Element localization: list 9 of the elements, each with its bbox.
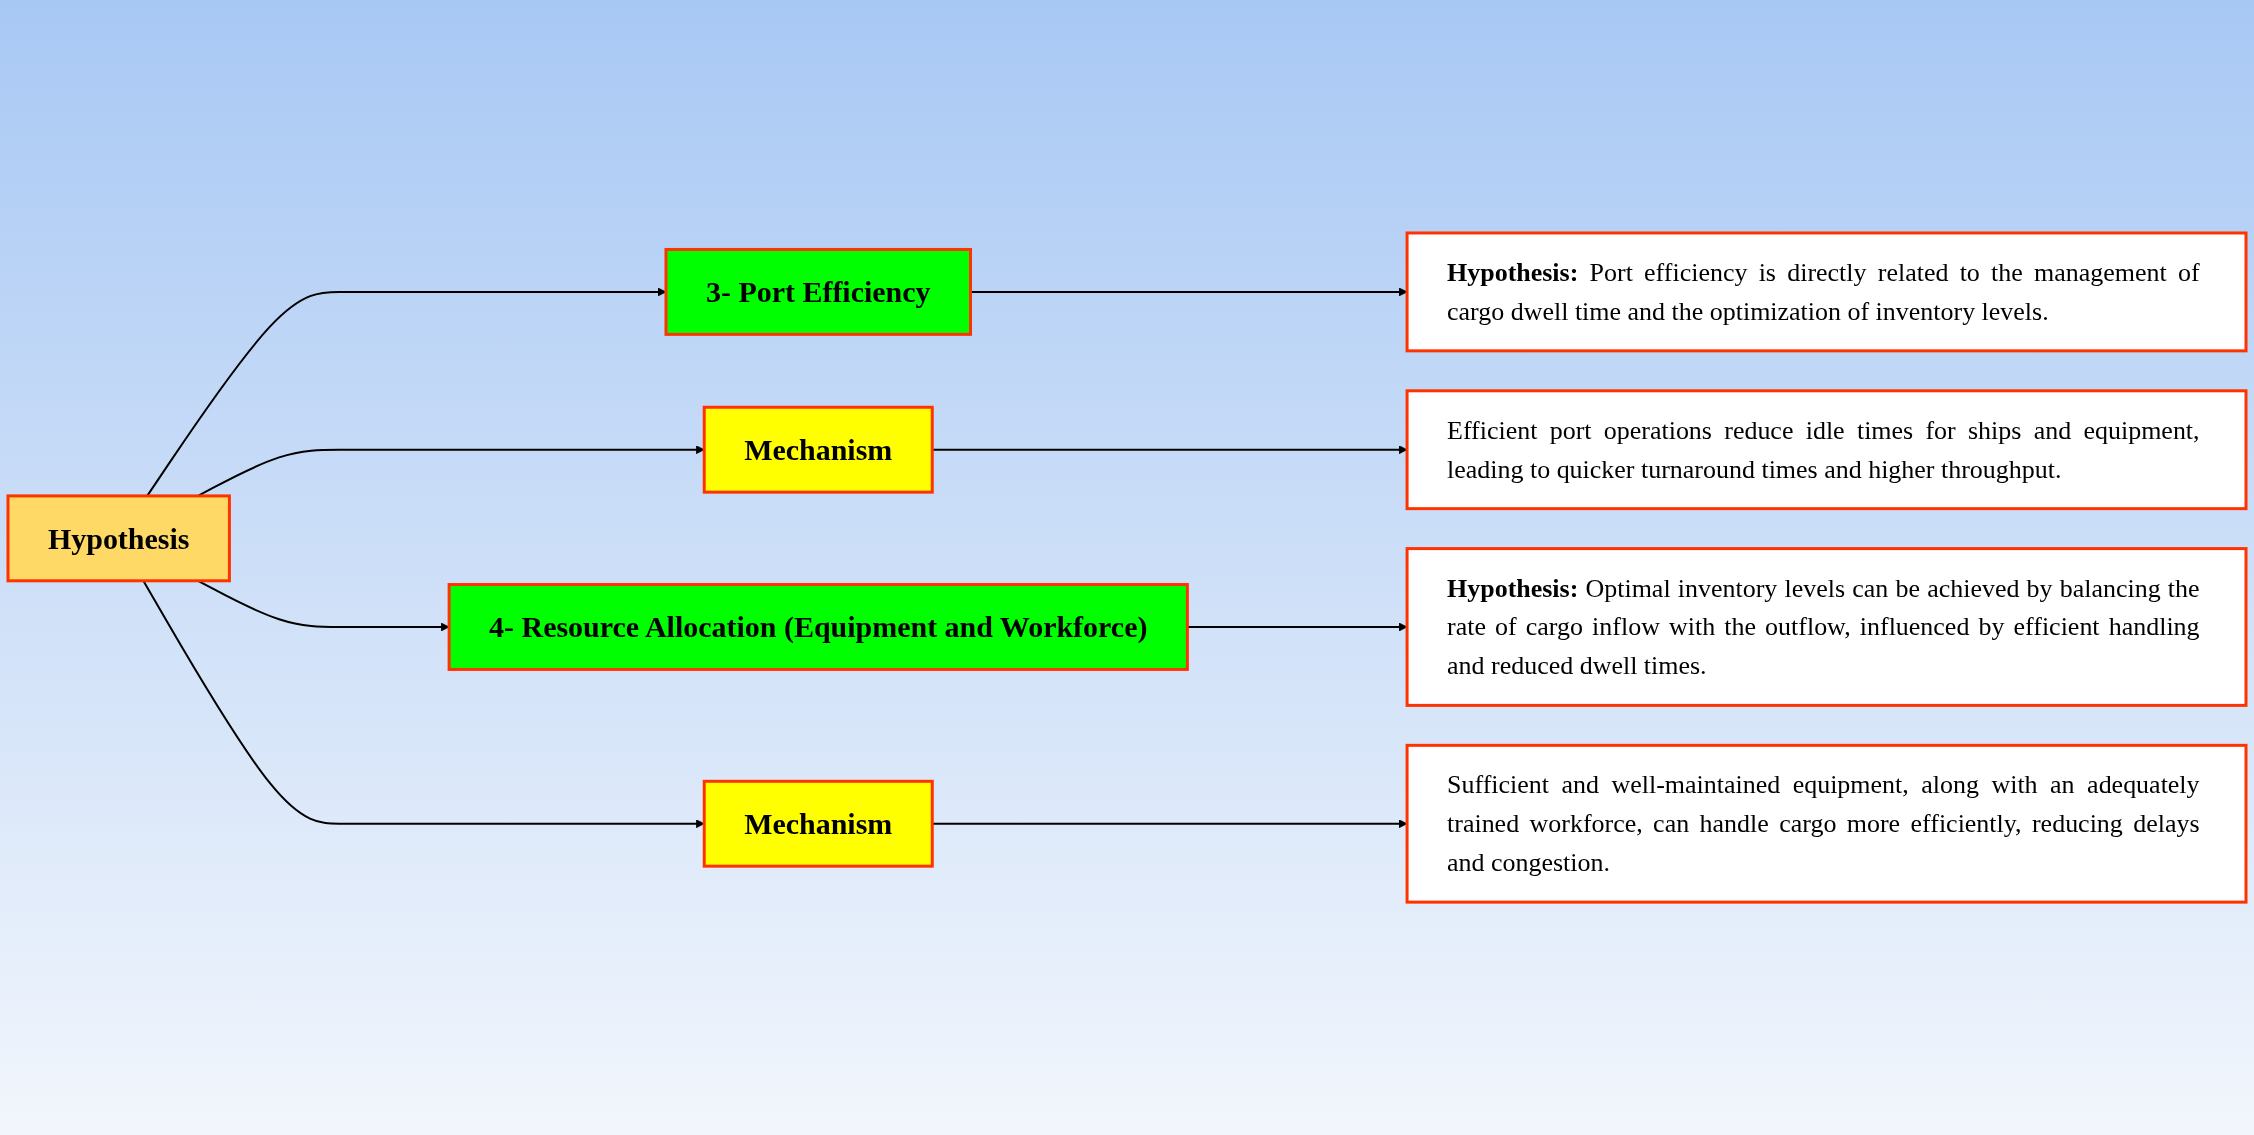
node-box: Sufficient and well-maintained equipment, along with an adequately trained workforce, can handle cargo more efficiently, reducing delays and congestion. — [1405, 743, 2248, 904]
node-box: Efficient port operations reduce idle times for ships and equipment, leading to quicker turnaround times and higher throughput. — [1405, 389, 2248, 511]
node-box: Mechanism — [702, 405, 934, 494]
node-box: Hypothesis: Port efficiency is directly related to the management of cargo dwell time and the optimization of inventory levels. — [1405, 231, 2248, 353]
node-box: 3- Port Efficiency — [664, 247, 972, 336]
node-box: Hypothesis: Optimal inventory levels can be achieved by balancing the rate of cargo inflow with the outflow, influenced by efficient handling and reduced dwell times. — [1405, 547, 2248, 707]
node-box: 4- Resource Allocation (Equipment and Workforce) — [447, 583, 1189, 671]
node-box: Mechanism — [702, 779, 934, 868]
node-box: Hypothesis — [6, 494, 231, 583]
